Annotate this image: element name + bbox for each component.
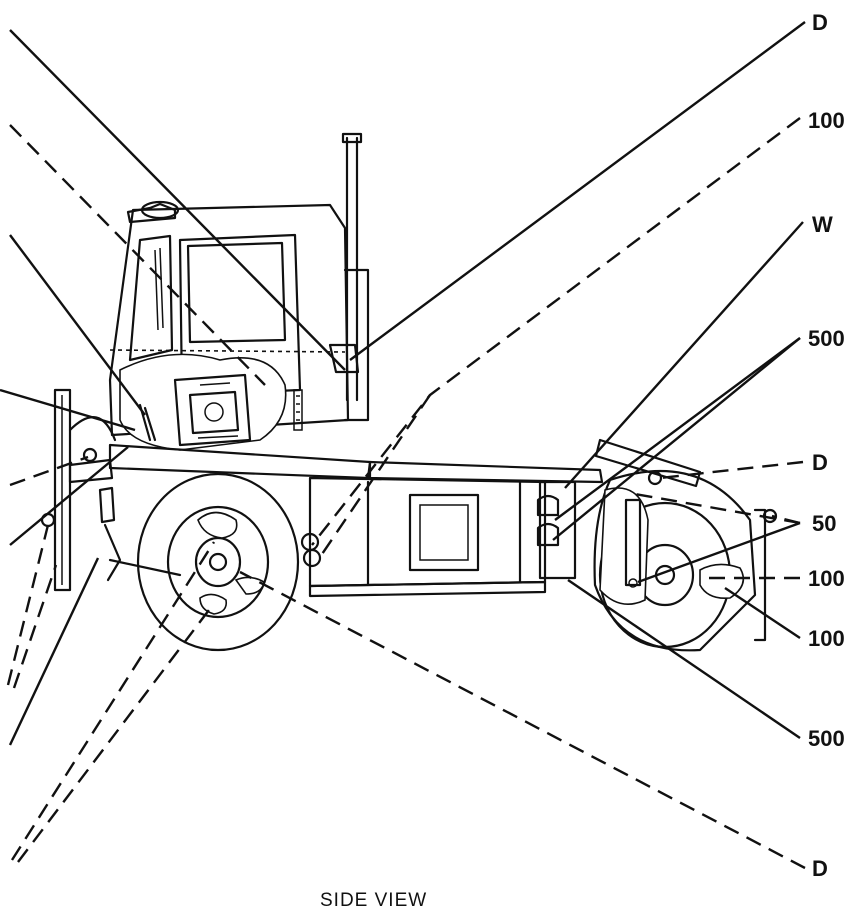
leader-left-8 bbox=[12, 564, 58, 689]
leader-left-7 bbox=[6, 524, 50, 686]
leader-to-right-5 bbox=[659, 460, 804, 480]
leader-to-right-3 bbox=[564, 221, 804, 489]
callout-d-bottom: D bbox=[812, 856, 828, 881]
leader-left-9 bbox=[8, 557, 100, 746]
frame-rail bbox=[68, 443, 372, 484]
view-caption: SIDE VIEW bbox=[320, 890, 427, 911]
callout-100-upper: 100 bbox=[808, 108, 845, 133]
leader-to-right-4b bbox=[552, 337, 801, 541]
leader-to-right-6a bbox=[634, 492, 801, 525]
engine-cutaway bbox=[119, 353, 287, 451]
callout-100-lower: 100 bbox=[808, 626, 845, 651]
callout-500-lower: 500 bbox=[808, 726, 845, 751]
yard-tractor-illustration bbox=[40, 132, 778, 652]
leader-left-4 bbox=[0, 388, 136, 432]
front-wheel bbox=[136, 472, 300, 652]
rear-wheel bbox=[593, 469, 778, 652]
leader-to-right-9 bbox=[567, 579, 801, 739]
leader-left-3 bbox=[9, 234, 146, 416]
leader-left-11 bbox=[17, 605, 213, 863]
callout-100-middle: 100 bbox=[808, 566, 845, 591]
leader-left-6 bbox=[9, 446, 129, 546]
leader-to-right-1 bbox=[349, 21, 806, 361]
leader-left-10 bbox=[10, 541, 216, 861]
callout-d-top: D bbox=[812, 10, 828, 35]
callout-d-middle: D bbox=[812, 450, 828, 475]
cab bbox=[108, 200, 360, 437]
callout-50: 50 bbox=[812, 511, 836, 536]
leader-lines bbox=[0, 21, 806, 870]
leader-to-right-4a bbox=[554, 337, 801, 521]
leader-to-right-2b bbox=[317, 394, 431, 561]
fuel-tank bbox=[300, 476, 547, 598]
leader-to-right-6b bbox=[771, 514, 801, 525]
leader-left-1 bbox=[9, 29, 346, 371]
leader-left-2 bbox=[9, 124, 266, 386]
leader-to-right-6c bbox=[637, 521, 801, 584]
callout-labels: D 100 W 500 D 50 100 100 500 D bbox=[808, 10, 845, 881]
callout-500-upper: 500 bbox=[808, 326, 845, 351]
leader-to-right-10 bbox=[239, 570, 806, 870]
callout-w: W bbox=[812, 212, 833, 237]
leader-left-5 bbox=[9, 455, 89, 487]
leader-to-right-8 bbox=[724, 587, 801, 639]
